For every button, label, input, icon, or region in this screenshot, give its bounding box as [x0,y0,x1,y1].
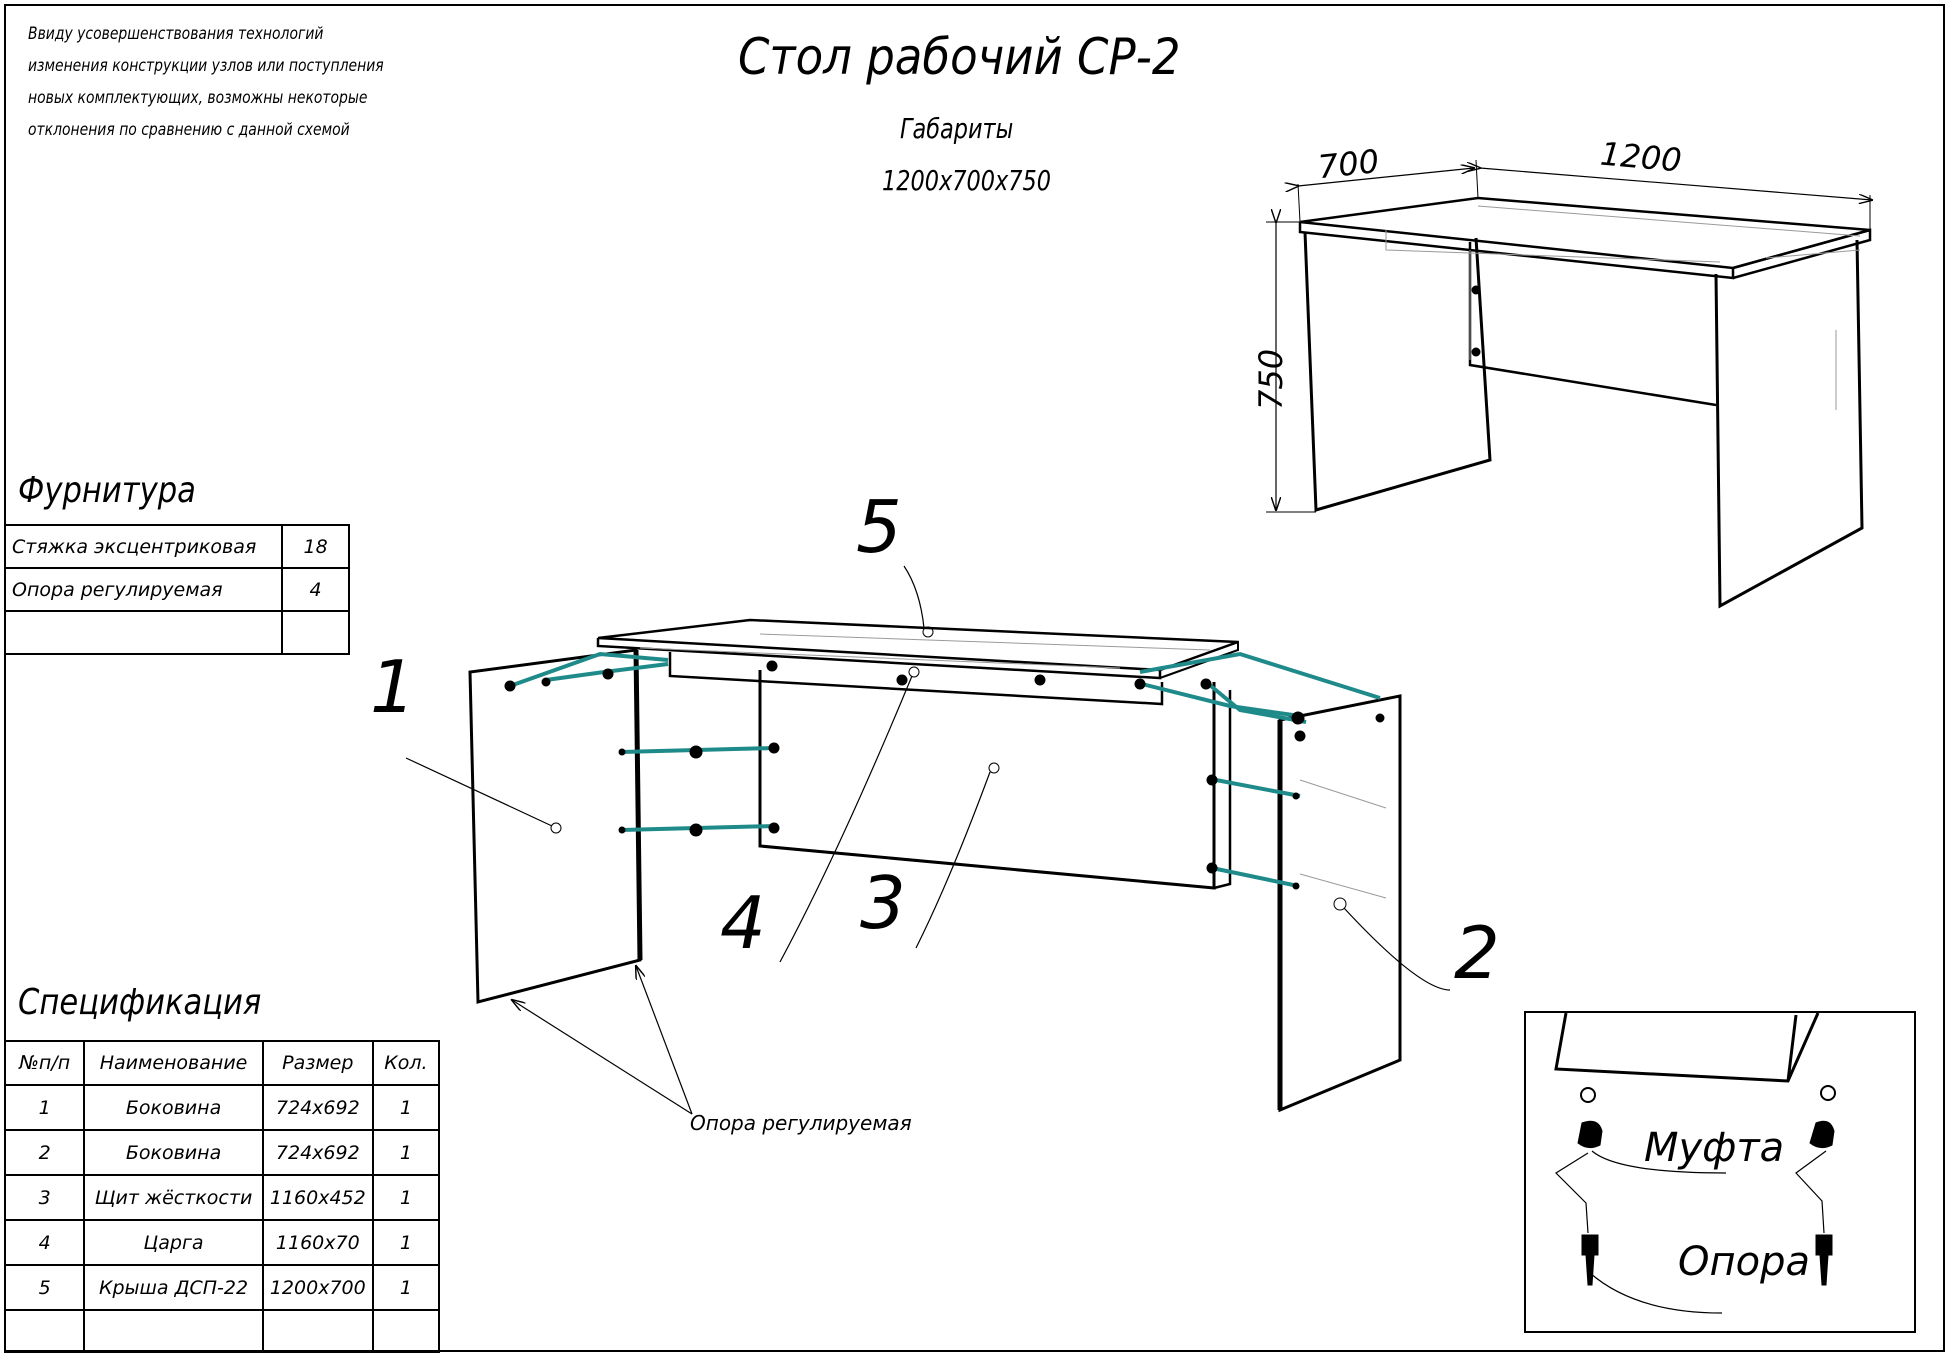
dimensions-value: 1200х700х750 [882,164,1052,197]
part-label-5: 5 [856,485,902,569]
spec-num: 5 [3,1264,86,1311]
spec-size: 1200х700 [261,1264,374,1311]
spec-size: 1160х452 [261,1174,374,1221]
spec-name: Боковина [83,1084,264,1131]
table-row: Стяжка эксцентриковая 18 [3,524,350,569]
part-5-top [597,618,1239,672]
hardware-qty [281,610,350,655]
hardware-name [3,610,284,655]
coupling-label: Муфта [1644,1125,1784,1171]
column-header: Кол. [371,1040,441,1086]
spec-num: 3 [3,1174,86,1221]
note-line: изменения конструкции узлов или поступле… [28,56,384,76]
part-label-1: 1 [370,645,416,729]
spec-size: 1160х70 [261,1219,374,1266]
spec-name [83,1309,264,1353]
table-row: Опора регулируемая 4 [3,567,350,612]
specification-heading: Спецификация [18,982,262,1023]
spec-qty [371,1309,441,1353]
spec-num: 2 [3,1129,86,1176]
hardware-qty: 4 [281,567,350,612]
table-header-row: №п/п Наименование Размер Кол. [3,1040,441,1086]
spec-name: Крыша ДСП-22 [83,1264,264,1311]
dimension-width: 1200 [1599,135,1683,180]
disclaimer-note: Ввиду усовершенствования технологий изме… [28,18,384,146]
hardware-name: Опора регулируемая [3,567,284,612]
column-header: №п/п [3,1040,86,1086]
table-row: 3 Щит жёсткости 1160х452 1 [3,1174,441,1221]
spec-name: Щит жёсткости [83,1174,264,1221]
spec-num [3,1309,86,1353]
part-4-apron [668,652,1164,706]
hardware-name: Стяжка эксцентриковая [3,524,284,569]
table-row: 5 Крыша ДСП-22 1200х700 1 [3,1264,441,1311]
part-label-4: 4 [720,881,766,965]
table-row: 2 Боковина 724х692 1 [3,1129,441,1176]
spec-size [261,1309,374,1353]
specification-table: №п/п Наименование Размер Кол. 1 Боковина… [3,1040,441,1353]
hardware-qty: 18 [281,524,350,569]
dimension-height: 750 [1252,349,1290,410]
spec-size: 724х692 [261,1084,374,1131]
spec-qty: 1 [371,1264,441,1311]
spec-name: Боковина [83,1129,264,1176]
note-line: Ввиду усовершенствования технологий [28,24,324,44]
hardware-table: Стяжка эксцентриковая 18 Опора регулируе… [3,524,350,655]
table-row [3,610,350,655]
spec-qty: 1 [371,1129,441,1176]
table-row [3,1309,441,1353]
part-label-3: 3 [860,861,906,945]
support-label: Опора [1678,1239,1810,1285]
hardware-heading: Фурнитура [18,470,196,511]
note-line: отклонения по сравнению с данной схемой [28,120,350,140]
spec-qty: 1 [371,1174,441,1221]
spec-num: 4 [3,1219,86,1266]
spec-name: Царга [83,1219,264,1266]
note-line: новых комплектующих, возможны некоторые [28,88,368,108]
assembled-table-view [1266,159,1872,609]
detail-inset: Муфта Опора [1524,1011,1916,1333]
support-callout: Опора регулируемая [690,1111,912,1135]
spec-num: 1 [3,1084,86,1131]
part-label-2: 2 [1454,911,1500,995]
dimensions-label: Габариты [900,112,1014,145]
drawing-title: Стол рабочий СР-2 [738,28,1181,86]
column-header: Наименование [83,1040,264,1086]
table-row: 4 Царга 1160х70 1 [3,1219,441,1266]
spec-size: 724х692 [261,1129,374,1176]
exploded-table-view [405,565,1451,1115]
inset-drawing: Муфта Опора [1554,1012,1836,1314]
part-1-side [468,648,642,1004]
spec-qty: 1 [371,1084,441,1131]
table-row: 1 Боковина 724х692 1 [3,1084,441,1131]
dimension-depth: 700 [1316,142,1381,186]
spec-qty: 1 [371,1219,441,1266]
drawing-frame [4,4,1945,1352]
column-header: Размер [261,1040,374,1086]
part-2-side [1278,694,1402,1113]
